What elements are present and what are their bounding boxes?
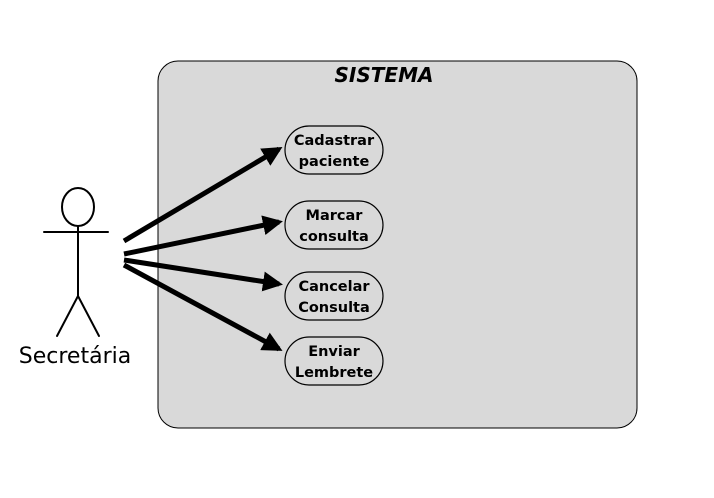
- use-case-label-line2: Lembrete: [295, 365, 373, 381]
- actor: Secretária: [19, 177, 131, 369]
- use-case-label-line2: consulta: [299, 229, 369, 245]
- arrow-enviar-lembrete: [122, 262, 283, 352]
- use-case-cancelar-consulta: Cancelar Consulta: [284, 271, 384, 321]
- use-case-enviar-lembrete: Enviar Lembrete: [284, 336, 384, 386]
- associations: [122, 146, 283, 352]
- actor-background: [42, 177, 106, 339]
- arrow-cadastrar-paciente: [122, 146, 283, 244]
- stick-figure-icon: [43, 187, 109, 337]
- use-case-marcar-consulta: Marcar consulta: [284, 200, 384, 250]
- use-case-label-line2: paciente: [299, 154, 370, 170]
- use-case-label-line1: Enviar: [308, 344, 360, 360]
- use-case-label-line1: Marcar: [306, 208, 364, 224]
- actor-label: Secretária: [19, 344, 131, 369]
- system-boundary: [157, 60, 638, 429]
- arrow-marcar-consulta: [123, 215, 283, 257]
- arrow-cancelar-consulta: [123, 257, 283, 292]
- system-title: SISTEMA: [335, 63, 434, 87]
- use-case-label-line2: Consulta: [298, 300, 370, 316]
- use-case-label-line1: Cancelar: [298, 279, 370, 295]
- use-case-label-line1: Cadastrar: [294, 133, 375, 149]
- use-case-cadastrar-paciente: Cadastrar paciente: [284, 125, 384, 175]
